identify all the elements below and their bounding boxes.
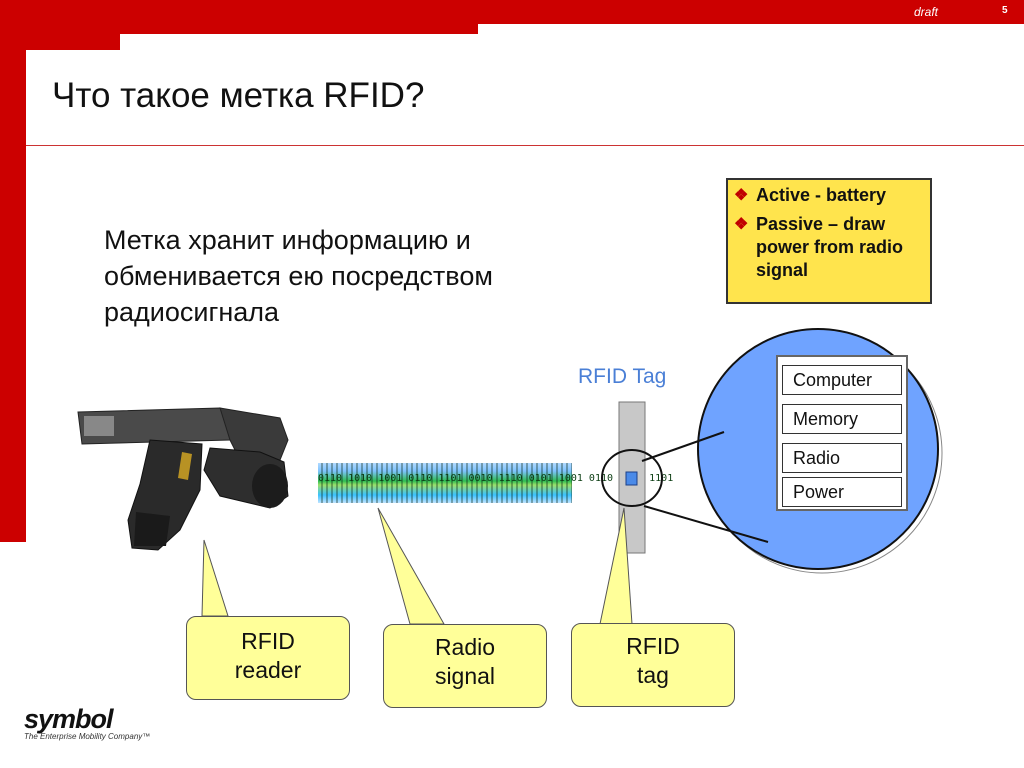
bullet-item: ❖ Active - battery	[734, 184, 924, 207]
rfid-tag-label: RFID Tag	[578, 365, 667, 388]
tag-types-box: ❖ Active - battery ❖ Passive – draw powe…	[726, 178, 932, 304]
component-radio: Radio	[782, 443, 902, 473]
callout-line: Radio	[434, 634, 496, 660]
bullet-text: Passive – draw power from radio signal	[756, 214, 904, 280]
callout-rfid-reader: RFID reader	[186, 616, 350, 700]
page-number: 5	[1002, 5, 1008, 16]
callout-line: RFID	[626, 633, 680, 659]
component-memory: Memory	[782, 404, 902, 434]
diamond-bullet-icon: ❖	[734, 216, 749, 233]
draft-label: draft	[914, 5, 939, 19]
callout-line: RFID	[241, 628, 295, 654]
left-bar	[0, 24, 26, 542]
callout-line: reader	[234, 657, 302, 683]
header-bar	[0, 0, 1024, 24]
component-computer: Computer	[782, 365, 902, 395]
bullet-item: ❖ Passive – draw power from radio signal	[734, 213, 924, 282]
callout-line: signal	[434, 663, 496, 689]
callout-radio-signal: Radio signal	[383, 624, 547, 708]
symbol-logo: symbol The Enterprise Mobility Company™	[24, 704, 150, 741]
body-text: Метка хранит информацию и обменивается е…	[104, 225, 493, 327]
callout-line: tag	[637, 662, 669, 688]
title-divider	[26, 145, 1024, 146]
radio-signal-image: 0110 1010 1001 0110 1101 0010 1110 0101 …	[318, 463, 674, 503]
left-bar-step	[26, 34, 120, 50]
slide-title: Что такое метка RFID?	[52, 76, 425, 115]
callout-rfid-tag: RFID tag	[571, 623, 735, 707]
signal-bits: 0110 1010 1001 0110 1101 0010 1110 0101 …	[318, 473, 674, 484]
bullet-text: Active - battery	[756, 185, 887, 205]
callout-pointers	[201, 507, 633, 625]
header-bar-step	[0, 24, 478, 34]
tag-components-box: Computer Memory Radio Power	[776, 355, 908, 511]
logo-word: symbol	[24, 704, 114, 734]
logo-tagline: The Enterprise Mobility Company™	[24, 732, 151, 741]
rfid-reader-image	[77, 407, 289, 551]
diamond-bullet-icon: ❖	[734, 187, 749, 204]
component-power: Power	[782, 477, 902, 507]
